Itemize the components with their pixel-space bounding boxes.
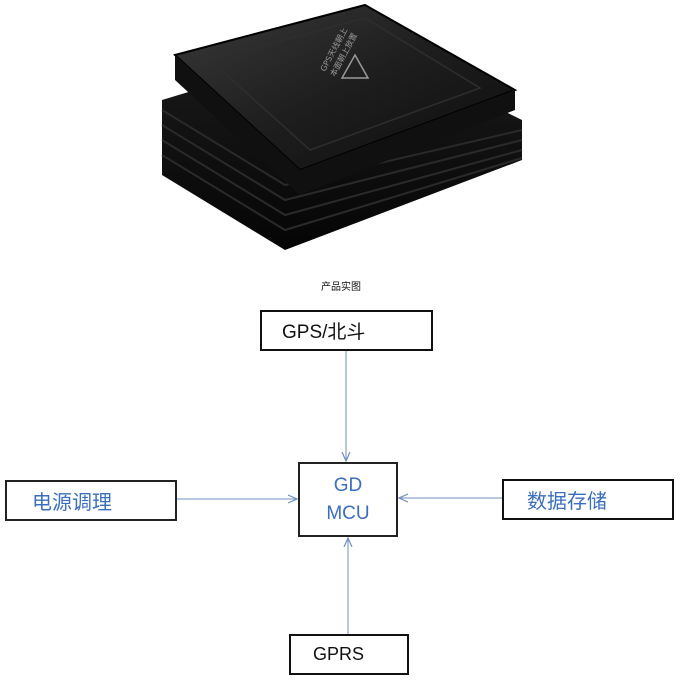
- product-photo: GPS天线朝上 本面朝上放置: [161, 3, 523, 250]
- mcu-label-line2: MCU: [326, 502, 370, 524]
- photo-caption: 产品实图: [321, 282, 361, 293]
- gprs-label: GPRS: [313, 644, 365, 664]
- data-storage-box: 数据存储: [502, 479, 674, 520]
- warning-triangle-icon: [340, 53, 370, 79]
- mcu-box: GD MCU: [298, 462, 398, 537]
- data-storage-label: 数据存储: [527, 491, 607, 513]
- power-regulation-label: 电源调理: [32, 492, 112, 514]
- gprs-box: GPRS: [289, 634, 409, 675]
- gps-beidou-label: GPS/北斗: [282, 322, 366, 343]
- gps-beidou-box: GPS/北斗: [260, 310, 433, 351]
- power-regulation-box: 电源调理: [5, 480, 177, 521]
- mcu-label-line1: GD: [333, 474, 363, 496]
